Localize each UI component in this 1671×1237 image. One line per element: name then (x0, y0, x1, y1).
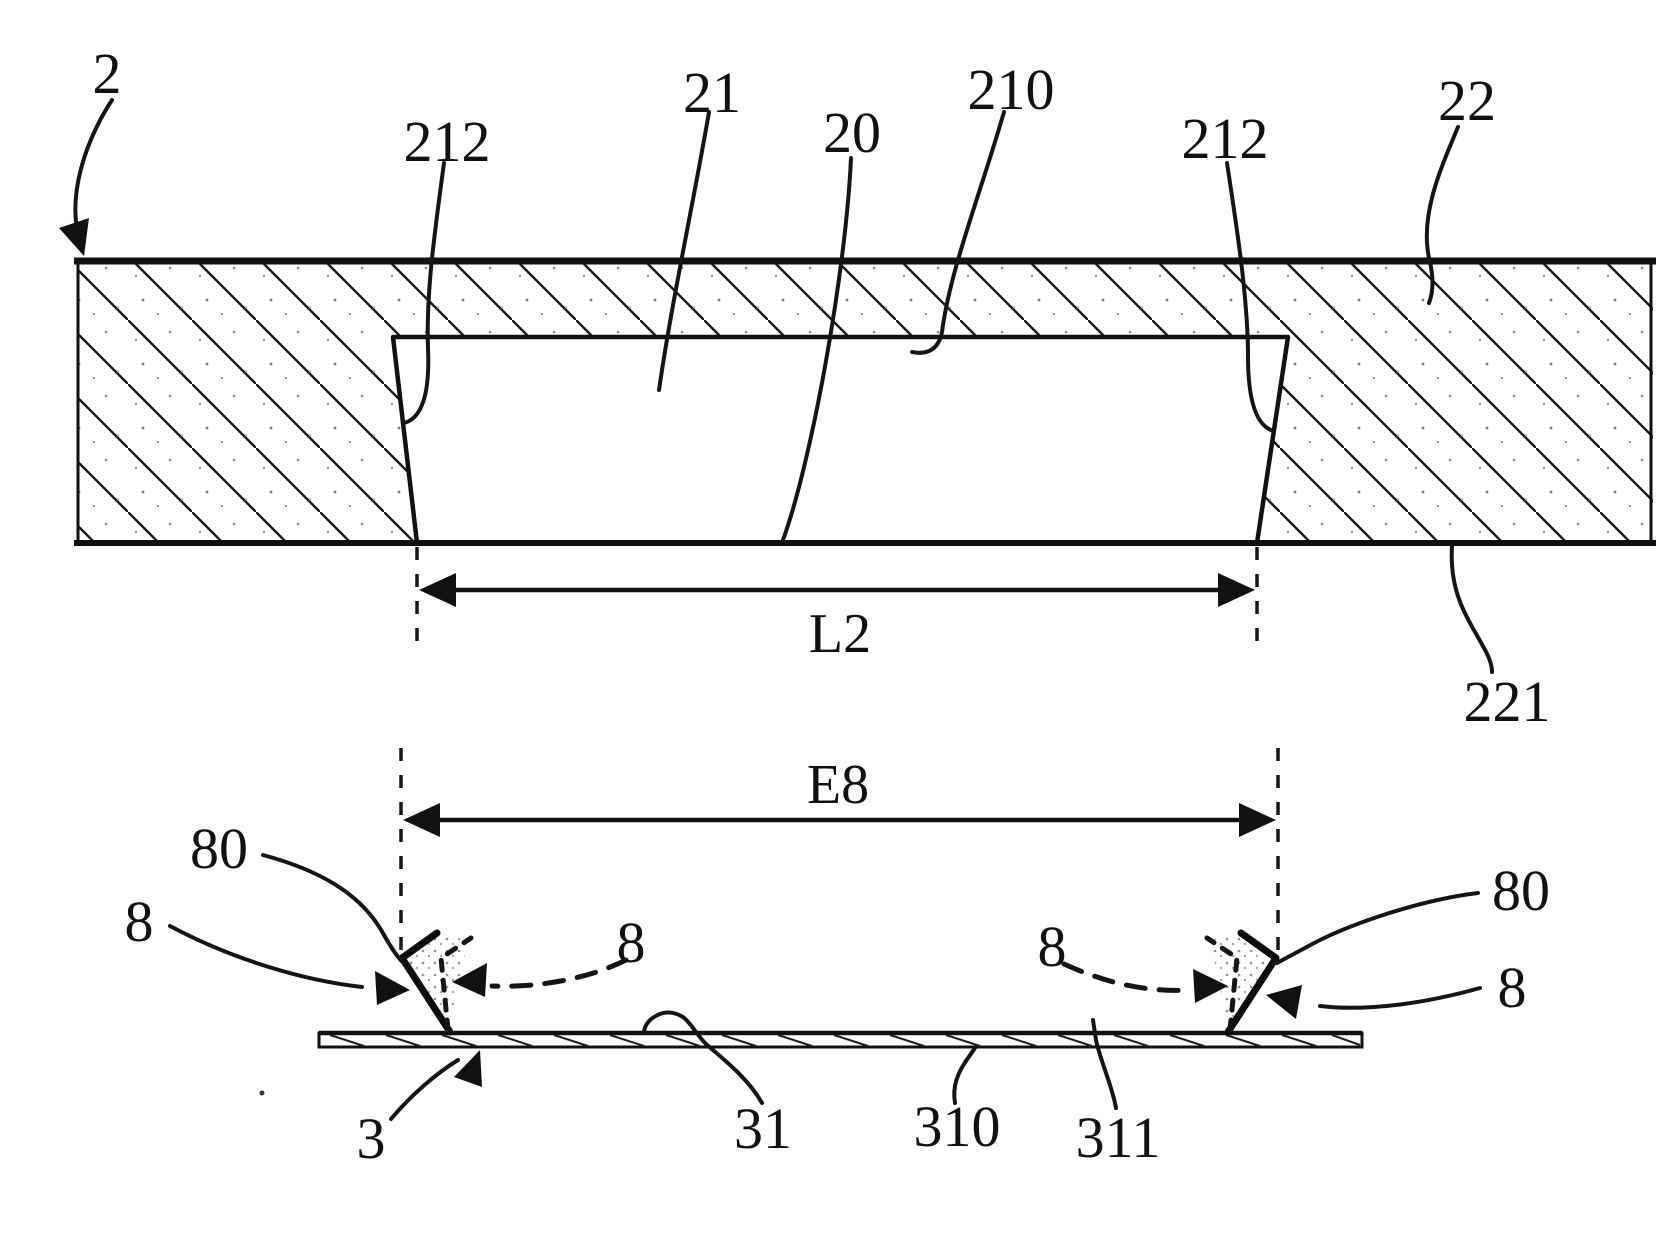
leader-carrier-3-arrowhead (454, 1050, 482, 1087)
e8-arrowhead-left (403, 803, 440, 837)
label-tab-left-8: 8 (125, 889, 154, 954)
label-carrier-3: 3 (357, 1106, 386, 1171)
tab-right-bent (1224, 929, 1280, 1036)
leader-recess-20 (781, 156, 853, 542)
leader-recess-top-210 (910, 110, 1006, 355)
label-side-wall-22: 22 (1438, 68, 1496, 133)
upper-cross-section-figure: L2 2 212 21 20 210 212 22 221 (59, 41, 1656, 734)
label-housing-21: 21 (683, 60, 741, 125)
label-flank-left-212: 212 (404, 109, 491, 174)
leader-carrier-3 (389, 1058, 460, 1121)
label-film-lower-310: 310 (914, 1094, 1001, 1159)
leader-body-2 (73, 98, 114, 244)
label-tab-right-8: 8 (1498, 955, 1527, 1020)
tab-left-stipple (404, 934, 468, 1028)
leader-flank-left-212 (402, 161, 446, 425)
leader-tab-left-8 (168, 924, 364, 989)
leader-tab-left-8-arrowhead (375, 971, 410, 1005)
label-tab-right-dashed-8: 8 (1038, 914, 1067, 979)
leader-tab-right-dashed-8-arrowhead (1193, 969, 1228, 1003)
label-flank-right-212: 212 (1182, 106, 1269, 171)
leader-tab-left-dashed-8 (489, 957, 629, 989)
lower-carrier-figure: E8 (125, 748, 1550, 1171)
leader-body-2-arrowhead (59, 218, 89, 256)
carrier-film-plate (317, 1030, 1364, 1049)
leader-flank-right-212 (1225, 161, 1273, 432)
label-tab-left-dashed-8: 8 (617, 910, 646, 975)
tab-right-stipple (1210, 934, 1274, 1028)
leader-tab-right-dashed-8 (1061, 961, 1191, 993)
e8-dimension-arrow (403, 803, 1276, 837)
scan-speck (259, 1090, 265, 1096)
leader-tab-free-end-right-80 (1275, 891, 1480, 965)
leader-housing-21 (657, 110, 711, 392)
leader-tab-free-end-left-80 (261, 853, 406, 965)
tab-left-bent (398, 929, 454, 1036)
label-underside-221: 221 (1464, 669, 1551, 734)
label-tab-free-end-right-80: 80 (1492, 858, 1550, 923)
tab-left-dashed-position (438, 935, 474, 1033)
leader-film-31 (642, 1010, 764, 1105)
label-film-31: 31 (734, 1096, 792, 1161)
e8-arrowhead-right (1239, 803, 1276, 837)
leader-tab-right-8 (1318, 986, 1482, 1010)
recess-cavity (390, 334, 1291, 546)
e8-dimension-label: E8 (807, 754, 869, 816)
leader-tab-right-8-arrowhead (1266, 985, 1302, 1019)
l2-arrowhead-right (1218, 573, 1255, 607)
label-tab-free-end-left-80: 80 (190, 816, 248, 881)
label-body-2: 2 (93, 41, 122, 106)
leader-film-lower-310 (952, 1046, 977, 1105)
leader-side-wall-22 (1424, 125, 1460, 305)
l2-dimension-arrow (419, 573, 1255, 607)
label-recess-20: 20 (823, 100, 881, 165)
film-hatch-ticks (329, 1034, 1361, 1047)
l2-dimension-label: L2 (809, 603, 871, 665)
leader-film-upper-311 (1091, 1018, 1118, 1110)
leader-underside-221 (1449, 544, 1494, 674)
leader-tab-left-dashed-8-arrowhead (452, 963, 487, 997)
label-recess-top-210: 210 (968, 57, 1055, 122)
l2-arrowhead-left (419, 573, 456, 607)
label-film-upper-311: 311 (1076, 1105, 1161, 1170)
tab-right-dashed-position (1204, 935, 1240, 1033)
